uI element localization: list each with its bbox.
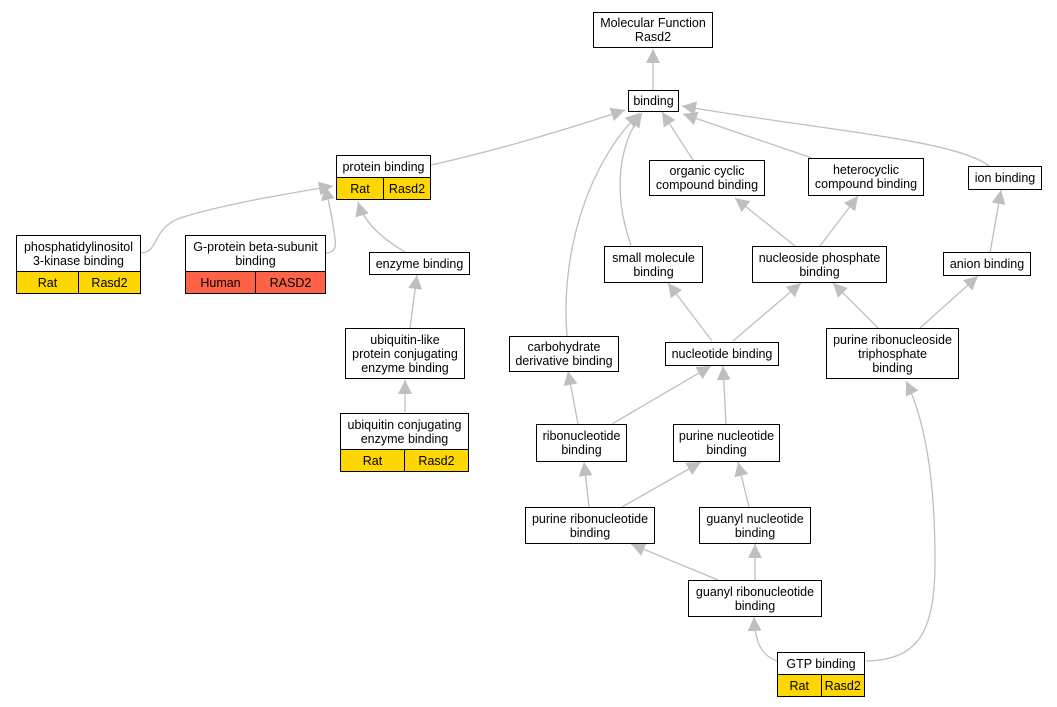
edge-prntp-to-nucphos [832,282,879,329]
node-label: purine ribonucleotide binding [531,511,649,540]
edge-purribo-to-purnuc [621,461,702,508]
edge-protein-to-binding [430,107,626,166]
edge-nucphos-to-hetero [819,195,859,247]
gene-tag: RASD2 [255,272,325,293]
edge-nucleotide-to-small [667,282,713,342]
node-carbohydrate[interactable]: carbohydrate derivative binding [509,336,619,372]
node-enzyme-binding[interactable]: enzyme binding [369,252,470,275]
edge-small-to-binding [619,112,643,246]
edge-nucleotide-to-nucphos [732,282,802,342]
node-organic-cyclic[interactable]: organic cyclic compound binding [649,160,765,196]
edge-ubiq-like-to-enzyme [408,274,423,329]
node-label: ubiquitin conjugating enzyme binding [347,417,462,446]
node-label: Molecular Function Rasd2 [600,16,706,44]
node-nucleotide[interactable]: nucleotide binding [665,342,779,366]
organism-tag: Rat [37,275,58,290]
edge-guanylribo-to-purribo [630,542,719,581]
node-guanyl-nucleotide[interactable]: guanyl nucleotide binding [699,507,811,544]
edge-pi3k-to-protein [139,181,334,254]
node-label: organic cyclic compound binding [655,164,759,192]
organism-tag: Human [200,275,241,290]
node-purine-nucleotide[interactable]: purine nucleotide binding [673,424,780,462]
node-molecular-function[interactable]: Molecular Function Rasd2 [593,12,713,48]
node-label: heterocyclic compound binding [814,163,918,191]
node-label: anion binding [949,257,1025,271]
edge-ion-to-binding [681,101,991,168]
node-label: guanyl ribonucleotide binding [695,584,815,613]
edge-enzyme-to-protein [355,201,406,253]
node-label: GTP binding [786,656,856,671]
edge-carb-to-binding [565,112,641,337]
node-ion-binding[interactable]: ion binding [968,166,1042,190]
edge-nucphos-to-organic [734,197,796,247]
node-label: purine nucleotide binding [678,429,775,457]
edge-organic-to-binding [661,111,694,161]
edge-anion-to-ion [989,189,1006,254]
node-label: G-protein beta-subunit binding [193,239,318,268]
node-label: nucleotide binding [671,347,773,361]
node-ubiquitin-like[interactable]: ubiquitin-like protein conjugating enzym… [345,328,465,379]
edge-purnuc-to-nucleotide [716,365,731,425]
node-purine-ribonucleotide[interactable]: purine ribonucleotide binding [525,507,655,544]
node-anion-binding[interactable]: anion binding [943,252,1031,276]
gene-tag: Rasd2 [383,178,430,199]
node-label: carbohydrate derivative binding [515,340,613,368]
gene-tag: Rasd2 [78,272,140,293]
node-label: protein binding [342,159,425,174]
gene-tag: Rasd2 [404,450,468,471]
edge-gtp-to-guanylribo [747,616,778,662]
edge-gtp-to-prntp [865,380,936,662]
node-guanyl-ribonucleotide[interactable]: guanyl ribonucleotide binding [688,580,822,617]
edge-gprotein-to-protein [321,185,337,254]
node-small-molecule[interactable]: small molecule binding [604,246,703,283]
node-purine-ribonucleoside-tp[interactable]: purine ribonucleoside triphosphate bindi… [826,328,959,379]
organism-tag: Rat [789,678,809,693]
edge-hetero-to-binding [682,111,813,159]
edge-ribo-to-carb [563,370,579,425]
node-label: guanyl nucleotide binding [706,511,804,540]
node-label: phosphatidylinositol 3-kinase binding [23,239,134,268]
node-label: ubiquitin-like protein conjugating enzym… [352,332,458,375]
node-ribonucleotide[interactable]: ribonucleotide binding [536,424,627,462]
edge-purribo-to-ribo [578,461,593,508]
node-label: enzyme binding [375,256,464,271]
edge-ribo-to-nucleotide [611,365,712,425]
node-label: ribonucleotide binding [542,429,621,457]
node-nucleoside-phosphate[interactable]: nucleoside phosphate binding [752,246,887,283]
organism-tag: Rat [362,453,383,468]
node-heterocyclic[interactable]: heterocyclic compound binding [808,158,924,196]
edge-guanyl-to-purnuc [734,461,750,508]
node-label: nucleoside phosphate binding [758,250,881,279]
organism-tag: Rat [350,181,370,196]
edge-prntp-to-anion [919,275,979,329]
node-label: small molecule binding [612,250,695,279]
node-label: purine ribonucleoside triphosphate bindi… [833,332,952,375]
node-binding[interactable]: binding [628,90,679,112]
node-label: ion binding [974,171,1036,185]
gene-tag: Rasd2 [820,675,865,696]
node-label: binding [633,94,674,108]
